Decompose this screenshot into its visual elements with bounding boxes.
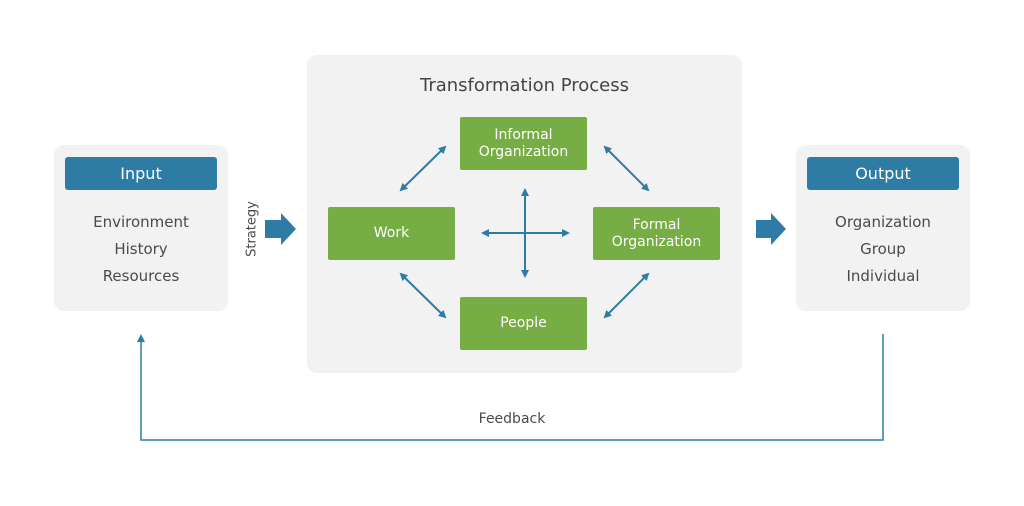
output-item-group: Group [860,240,906,258]
informal-formal-arrow-icon [603,145,650,192]
informal-organization-line-1: Informal [494,126,553,143]
strategy-arrow-icon [265,213,296,245]
output-item-individual: Individual [846,267,920,285]
output-item-organization: Organization [835,213,931,231]
formal-organization-box: Formal Organization [593,207,720,260]
work-people-arrow-icon [399,272,447,319]
formal-organization-line-1: Formal [632,216,681,233]
feedback-loop-arrow-icon [137,334,884,441]
process-title: Transformation Process [419,75,630,96]
formal-people-arrow-icon [603,272,650,319]
output-arrow-icon [756,213,786,245]
input-item-environment: Environment [93,213,189,231]
people-box: People [460,297,587,350]
input-item-list: Environment History Resources [54,209,228,290]
input-panel: Input Environment History Resources [54,145,228,311]
work-box: Work [328,207,455,260]
output-panel: Output Organization Group Individual [796,145,970,311]
work-label: Work [373,225,410,241]
people-label: People [500,315,547,331]
informal-organization-line-2: Organization [478,143,569,160]
input-header: Input [65,157,217,190]
input-item-resources: Resources [102,267,180,285]
output-header: Output [807,157,959,190]
transformation-process-panel: Transformation Process Informal Organiza… [307,55,742,373]
input-item-history: History [114,240,168,258]
work-informal-arrow-icon [399,145,447,192]
informal-organization-box: Informal Organization [460,117,587,170]
output-item-list: Organization Group Individual [796,209,970,290]
feedback-label: Feedback [478,411,546,427]
formal-organization-line-2: Organization [611,233,702,250]
